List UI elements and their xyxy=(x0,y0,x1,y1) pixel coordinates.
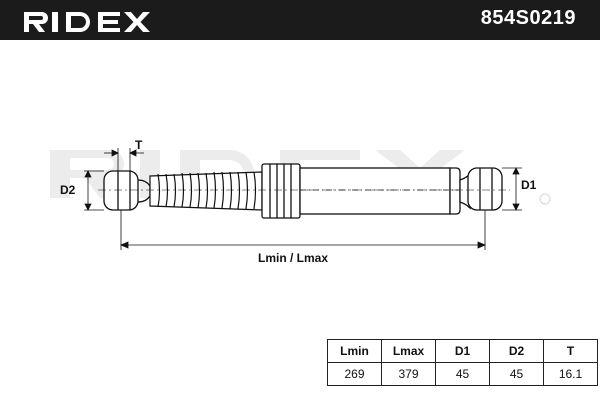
header-bar: 854S0219 xyxy=(0,0,600,40)
damper-body xyxy=(299,167,464,215)
specs-value-d1: 45 xyxy=(435,362,490,386)
specs-value-d2: 45 xyxy=(489,362,544,386)
specs-header-d1: D1 xyxy=(435,339,490,363)
specs-value-lmin: 269 xyxy=(327,362,382,386)
d1-dimension xyxy=(502,167,522,211)
t-label: T xyxy=(135,138,143,152)
specs-table: Lmin Lmax D1 D2 T 269 379 45 45 16.1 xyxy=(327,339,598,386)
specs-header-row: Lmin Lmax D1 D2 T xyxy=(327,339,598,363)
d2-label: D2 xyxy=(60,183,76,197)
specs-value-t: 16.1 xyxy=(543,362,598,386)
specs-value-row: 269 379 45 45 16.1 xyxy=(327,362,598,386)
ridex-logo xyxy=(22,5,157,35)
shock-absorber-drawing: D2 D1 T Lmin / Lmax xyxy=(50,138,551,265)
part-number: 854S0219 xyxy=(480,7,576,29)
d2-dimension xyxy=(84,170,104,211)
length-dimension xyxy=(119,210,487,250)
body-collar xyxy=(261,163,301,219)
specs-header-lmin: Lmin xyxy=(327,339,382,363)
specs-header-d2: D2 xyxy=(489,339,544,363)
dust-boot xyxy=(149,171,263,211)
specs-header-lmax: Lmax xyxy=(381,339,436,363)
specs-value-lmax: 379 xyxy=(381,362,436,386)
t-dimension xyxy=(104,148,144,171)
length-label: Lmin / Lmax xyxy=(258,251,328,265)
left-eye-mount xyxy=(103,170,151,211)
specs-header-t: T xyxy=(543,339,598,363)
d1-label: D1 xyxy=(521,178,537,192)
right-eye-mount xyxy=(459,167,503,211)
